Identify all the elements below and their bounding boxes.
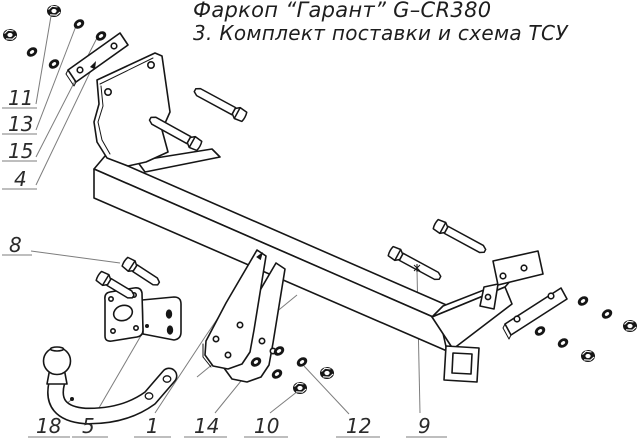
washer-icon [575, 294, 591, 308]
bolt-icon [386, 244, 444, 284]
washer-icon [294, 355, 310, 369]
callout-13: 13 [8, 112, 34, 136]
leader-markers [70, 61, 421, 401]
callout-4: 4 [14, 167, 27, 191]
right-side-bracket [479, 250, 544, 310]
diagram-title-line2: 3. Комплект поставки и схема ТСУ [193, 21, 568, 45]
bolt-icon [431, 217, 489, 258]
left-side-bracket [93, 52, 221, 173]
washer-icon [532, 324, 548, 338]
callout-8: 8 [9, 233, 22, 257]
washer-icon [24, 45, 40, 59]
callout-10: 10 [254, 414, 280, 438]
washer-icon [555, 336, 571, 350]
cheek-plates [202, 249, 286, 383]
callout-1: 1 [146, 414, 159, 438]
mounting-strip-left [65, 32, 129, 87]
callout-12: 12 [346, 414, 372, 438]
callout-15: 15 [8, 139, 34, 163]
nut-icon [292, 381, 308, 395]
callout-14: 14 [194, 414, 220, 438]
washer-icon [599, 307, 615, 321]
nut-icon [319, 366, 335, 380]
callout-5: 5 [82, 414, 95, 438]
callout-9: 9 [418, 414, 431, 438]
washer-icon [271, 344, 287, 358]
callout-18: 18 [36, 414, 62, 438]
nut-icon [2, 28, 18, 42]
bolt-icon [191, 84, 249, 124]
nut-icon [580, 349, 596, 363]
mounting-strip-right [502, 287, 568, 340]
washer-icon [269, 367, 285, 381]
tow-ball-hook [42, 346, 178, 425]
bolt-icon [120, 255, 163, 290]
nut-icon [622, 319, 638, 333]
washer-icon [71, 17, 87, 31]
receiver-tube [443, 345, 480, 383]
diagram-title-line1: Фаркоп “Гарант” G–CR380 [193, 0, 492, 22]
callout-11: 11 [8, 86, 34, 110]
ball-mount-bracket [104, 287, 182, 342]
washer-icon [46, 57, 62, 71]
nut-icon [46, 4, 62, 18]
